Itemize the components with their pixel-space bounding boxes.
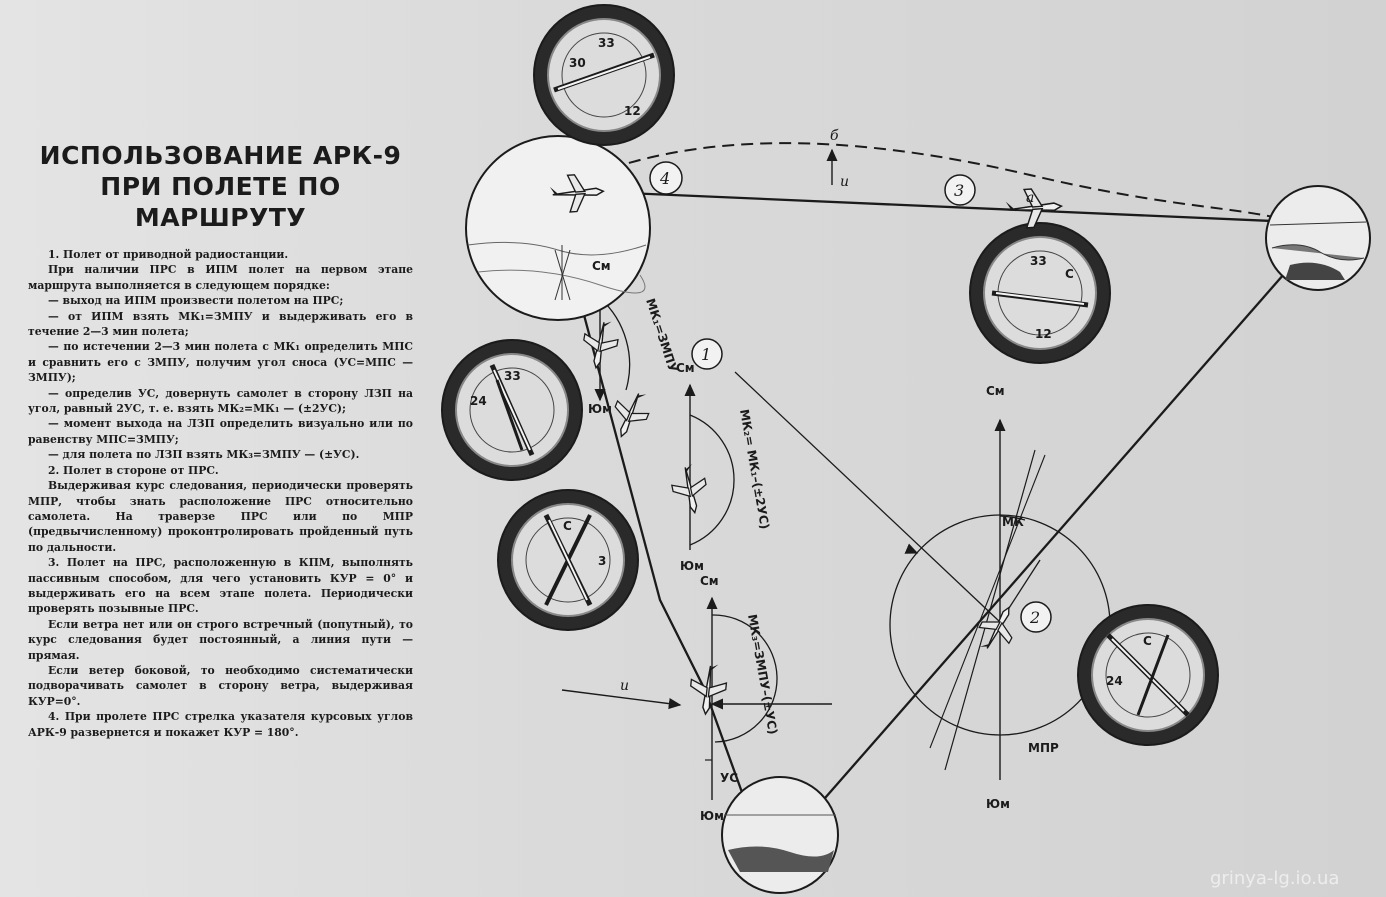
compass-dial: 33 С 12	[969, 222, 1111, 364]
south-label: Юм	[700, 809, 724, 823]
paragraph: — определив УС, довернуть самолет в стор…	[28, 386, 413, 416]
instructions-text: 1. Полет от приводной радиостанции. При …	[28, 247, 413, 740]
wind-label: u	[620, 678, 629, 694]
route-lines	[538, 142, 1306, 839]
paragraph: При наличии ПРС в ИПМ полет на первом эт…	[28, 263, 413, 292]
dial-number: 33	[504, 369, 521, 383]
point-b-label: б	[830, 128, 839, 144]
mk-label: МК	[1002, 515, 1024, 529]
mid-landscape	[721, 776, 839, 894]
dial-number: 33	[598, 36, 615, 50]
watermark: grinya-lg.io.ua	[1210, 868, 1339, 889]
wind-arrow	[561, 689, 682, 710]
north-label: См	[986, 384, 1005, 398]
dial-number: 12	[1035, 327, 1052, 341]
paragraph: — момент выхода на ЛЗП определить визуал…	[28, 417, 413, 446]
arc-mk2	[689, 414, 735, 546]
south-label: Юм	[588, 402, 612, 416]
paragraph: — от ИПМ взять МК₁=ЗМПУ и выдерживать ег…	[28, 309, 413, 339]
paragraph: Если ветра нет или он строго встречный (…	[28, 617, 413, 662]
route-markers	[649, 161, 1052, 633]
marker-1	[691, 338, 723, 370]
arc-mk	[999, 515, 1026, 521]
paragraph: 4. При пролете ПРС стрелка указателя кур…	[28, 710, 413, 739]
paragraph: — выход на ИПМ произвести полетом на ПРС…	[48, 294, 344, 308]
mpr-label: МПР	[1028, 741, 1059, 755]
compass-dials: 33 30 12 33 С 12 33	[441, 4, 1219, 746]
dial-number: 24	[470, 394, 487, 408]
marker-1-label: 1	[701, 345, 711, 364]
paragraph: 2. Полет в стороне от ПРС.	[48, 463, 219, 477]
bearing-line	[734, 371, 1001, 623]
point-a-label: а	[1026, 190, 1034, 206]
dial-number: 30	[569, 56, 586, 70]
compass-dial: 33 24	[441, 339, 583, 481]
landscape-circles	[465, 135, 1371, 894]
dial-number: 33	[1030, 254, 1047, 268]
paragraph: 3. Полет на ПРС, расположенную в КПМ, вы…	[28, 556, 413, 616]
end-landscape	[1265, 185, 1371, 291]
route-leg-2	[789, 249, 1306, 839]
marker-4-label: 4	[659, 169, 670, 188]
paragraph: Если ветер боковой, то необходимо систем…	[28, 663, 413, 708]
dial-number: 12	[624, 104, 641, 118]
compass-dial: 33 30 12	[533, 4, 675, 146]
start-landscape	[465, 135, 651, 321]
mk3-label: МК₃=ЗМПУ–(±УС)	[745, 613, 780, 735]
route-leg-b	[557, 142, 1296, 223]
wind-label-top: u	[840, 174, 849, 190]
dial-number: С	[1143, 634, 1152, 648]
aircraft-2	[605, 384, 656, 444]
marker-4	[649, 161, 683, 195]
north-label: См	[676, 361, 695, 375]
text-column: ИСПОЛЬЗОВАНИЕ АРК-9 ПРИ ПОЛЕТЕ ПО МАРШРУ…	[28, 140, 413, 740]
marker-3	[944, 174, 976, 206]
route-leg-a	[557, 188, 1296, 224]
title-line-1: ИСПОЛЬЗОВАНИЕ АРК-9	[39, 141, 402, 170]
mk1-label: МК₁=ЗМПУ	[643, 297, 680, 374]
compass-dial: С 3	[497, 489, 639, 631]
mk2-label: МК₂= МК₁–(±2УС)	[737, 408, 772, 530]
marker-3-label: 3	[954, 181, 964, 200]
course-line-2	[929, 454, 1046, 749]
paragraph: — по истечении 2—3 мин полета с МК₁ опре…	[28, 340, 413, 385]
arc-mk3	[711, 614, 778, 743]
title-line-2: ПРИ ПОЛЕТЕ ПО МАРШРУТУ	[100, 172, 341, 232]
marker-2-label: 2	[1029, 608, 1040, 627]
dial-number: С	[1065, 267, 1074, 281]
dial-number: 24	[1106, 674, 1123, 688]
mpr-arrow	[904, 543, 919, 554]
north-label: См	[700, 574, 719, 588]
dial-number: 3	[598, 554, 606, 568]
north-label: См	[592, 259, 611, 273]
page-title: ИСПОЛЬЗОВАНИЕ АРК-9 ПРИ ПОЛЕТЕ ПО МАРШРУ…	[28, 140, 413, 233]
compass-dial: С 24	[1077, 604, 1219, 746]
paragraph: 1. Полет от приводной радиостанции.	[48, 248, 289, 261]
us-label: УС	[720, 771, 738, 785]
paragraph: — для полета по ЛЗП взять МК₃=ЗМПУ — (±У…	[48, 448, 360, 462]
dial-number: С	[563, 519, 572, 533]
paragraph: Выдерживая курс следования, периодически…	[28, 479, 413, 554]
marker-2	[1020, 601, 1052, 633]
course-line	[944, 449, 1036, 771]
south-label: Юм	[986, 797, 1010, 811]
south-label: Юм	[680, 559, 704, 573]
